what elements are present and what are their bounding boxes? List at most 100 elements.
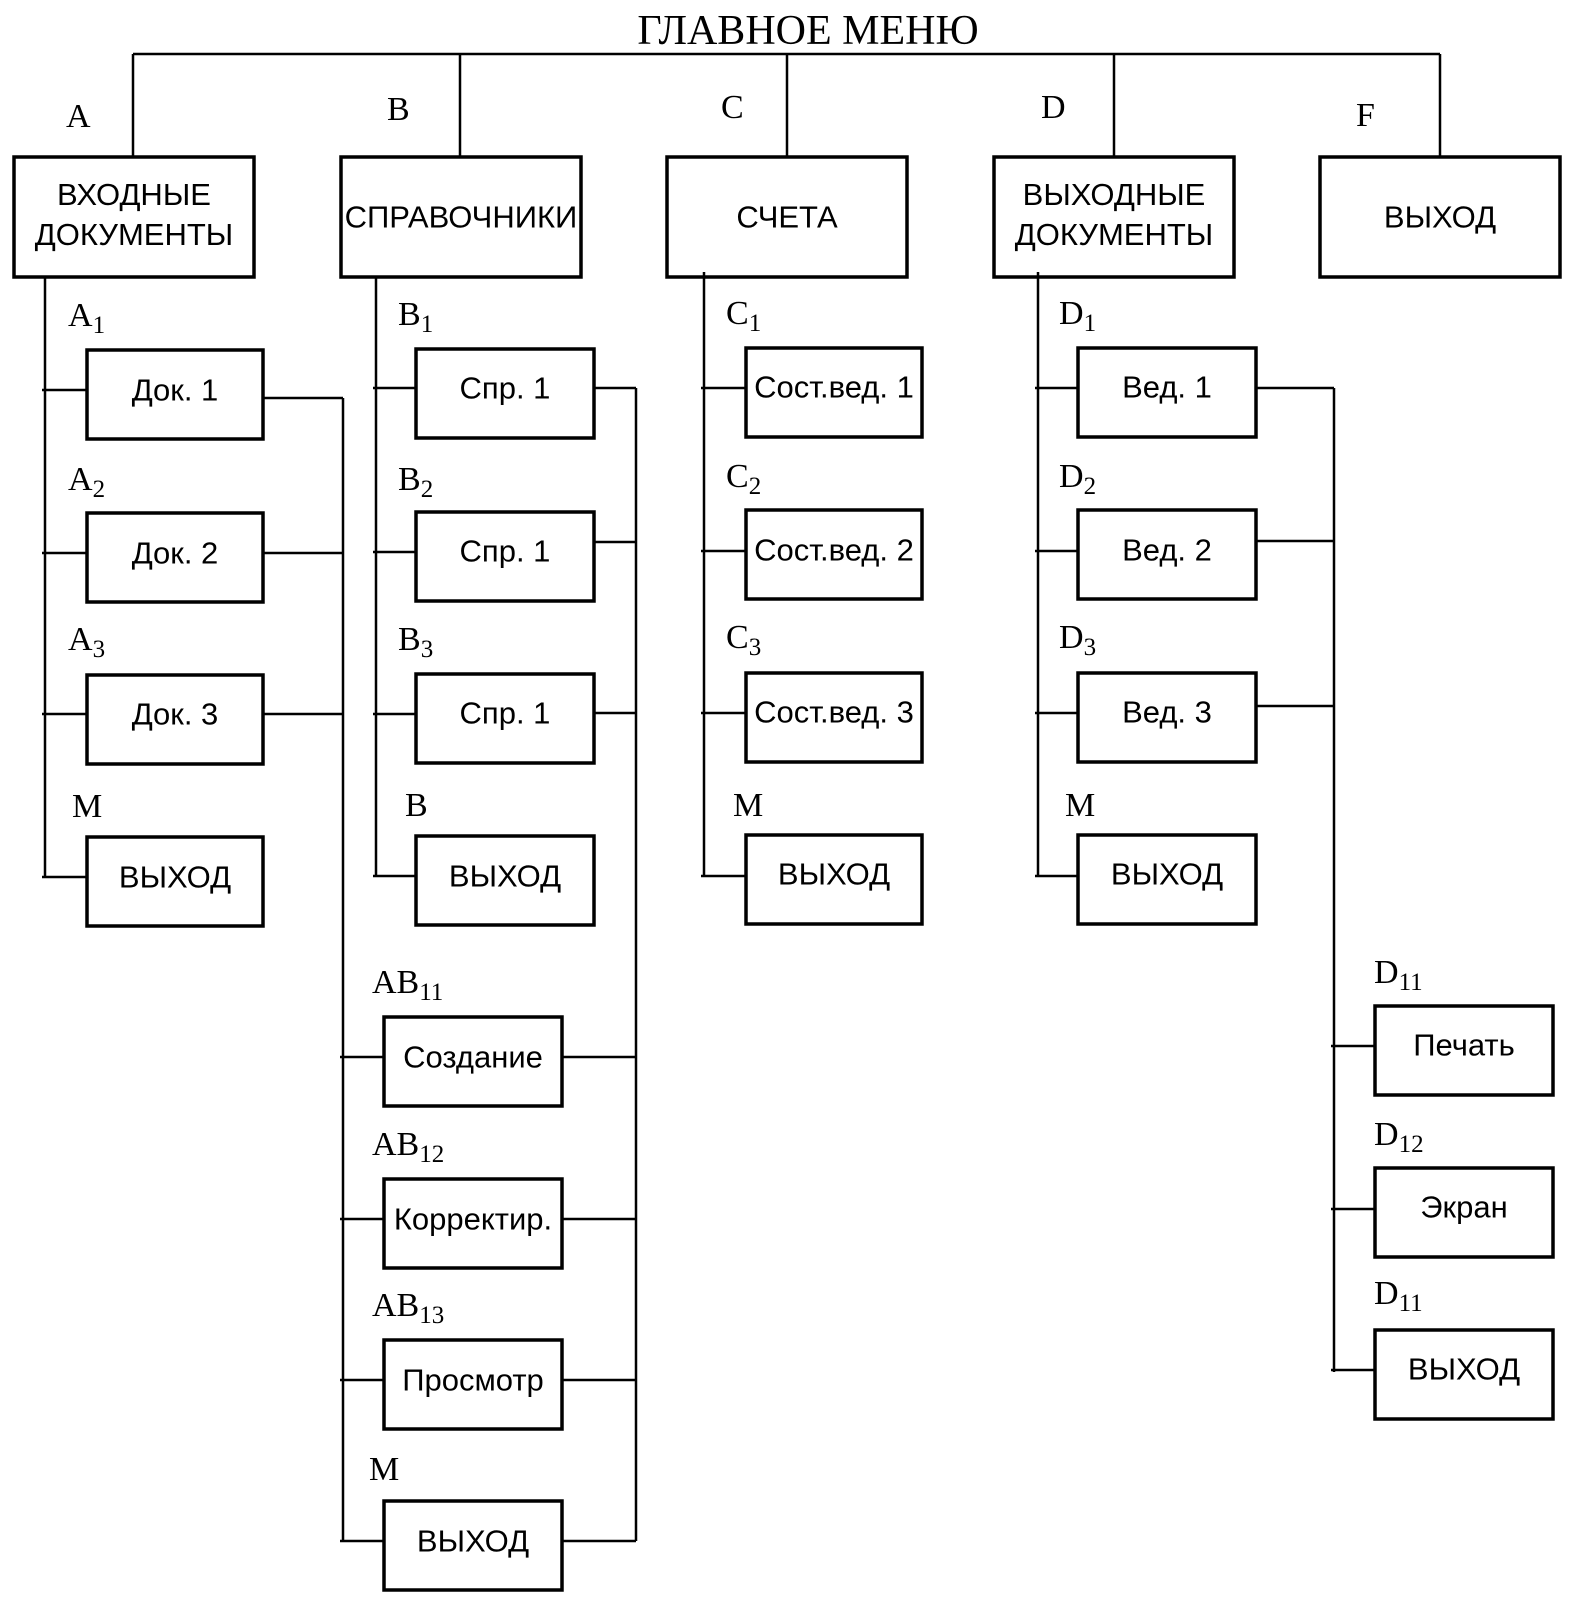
submenu-item-a-exit[interactable]: M ВЫХОД: [72, 788, 265, 928]
submenu-box[interactable]: [382, 1338, 564, 1431]
submenu-item-ab12[interactable]: AB12 Корректир.: [372, 1126, 564, 1270]
submenu-box[interactable]: [1076, 833, 1258, 926]
submenu-item-c2[interactable]: C2 Сост.вед. 2: [726, 458, 924, 601]
submenu-item-ab11[interactable]: AB11 Создание: [372, 964, 564, 1108]
item-code-label: D11: [1374, 1275, 1423, 1317]
item-code-label: M: [72, 788, 102, 825]
menu-box[interactable]: [992, 155, 1236, 279]
submenu-box[interactable]: [85, 348, 265, 441]
submenu-box[interactable]: [1373, 1328, 1555, 1421]
submenu-a-column: A1 Док. 1 A2 Док. 2 A3 Док. 3 M ВЫХОД: [42, 277, 265, 928]
submenu-box-label: Экран: [1420, 1190, 1507, 1225]
submenu-d1-column: D11 Печать D12 Экран D11 ВЫХОД: [1331, 954, 1555, 1421]
submenu-item-c3[interactable]: C3 Сост.вед. 3: [726, 619, 924, 764]
submenu-box[interactable]: [85, 835, 265, 928]
submenu-item-b2[interactable]: B2 Спр. 1: [398, 461, 596, 603]
menu-box[interactable]: [339, 155, 583, 279]
submenu-box[interactable]: [744, 508, 924, 601]
submenu-item-b1[interactable]: B1 Спр. 1: [398, 296, 596, 440]
submenu-box[interactable]: [1373, 1004, 1555, 1097]
top-menu-b[interactable]: B СПРАВОЧНИКИ: [339, 91, 583, 279]
trunk-lines: [1035, 272, 1078, 878]
submenu-box[interactable]: [1076, 508, 1258, 601]
item-code-label: A3: [68, 621, 105, 663]
submenu-box-label: Спр. 1: [460, 696, 551, 731]
submenu-box[interactable]: [414, 672, 596, 765]
trunk-lines: [373, 277, 416, 878]
submenu-box-label: Док. 2: [132, 536, 219, 571]
submenu-box-label: Печать: [1413, 1028, 1515, 1063]
submenu-item-ab-exit[interactable]: M ВЫХОД: [369, 1451, 564, 1592]
submenu-box[interactable]: [414, 347, 596, 440]
submenu-box-label: ВЫХОД: [449, 859, 561, 894]
menu-box[interactable]: [12, 155, 256, 279]
submenu-box[interactable]: [85, 673, 265, 766]
submenu-box-label: Вед. 2: [1122, 533, 1212, 568]
submenu-item-d1[interactable]: D1 Вед. 1: [1059, 295, 1258, 439]
menu-box-label: ДОКУМЕНТЫ: [35, 217, 233, 252]
menu-code-label: B: [387, 91, 410, 128]
item-code-label: B3: [398, 621, 433, 663]
menu-box-label: ВХОДНЫЕ: [57, 177, 211, 212]
submenu-box[interactable]: [1076, 346, 1258, 439]
submenu-box[interactable]: [85, 511, 265, 604]
menu-box[interactable]: [665, 155, 909, 279]
menu-box-label: ВЫХОДНЫЕ: [1023, 177, 1206, 212]
submenu-item-b-exit[interactable]: B ВЫХОД: [405, 787, 596, 927]
submenu-item-d12-screen[interactable]: D12 Экран: [1373, 1116, 1555, 1259]
submenu-d-column: D1 Вед. 1 D2 Вед. 2 D3 Вед. 3 M ВЫХОД: [1035, 272, 1258, 926]
submenu-box[interactable]: [414, 510, 596, 603]
submenu-box-label: Просмотр: [402, 1363, 544, 1398]
trunk-lines: [1331, 1044, 1375, 1372]
submenu-item-d2[interactable]: D2 Вед. 2: [1059, 458, 1258, 601]
submenu-item-d1-exit[interactable]: D11 ВЫХОД: [1373, 1275, 1555, 1421]
submenu-box[interactable]: [744, 833, 924, 926]
submenu-item-d3[interactable]: D3 Вед. 3: [1059, 619, 1258, 764]
submenu-box-label: ВЫХОД: [119, 860, 231, 895]
item-code-label: AB12: [372, 1126, 444, 1168]
item-code-label: A2: [68, 461, 105, 503]
top-menu-c[interactable]: C СЧЕТА: [665, 89, 909, 279]
submenu-box-label: Сост.вед. 2: [754, 533, 914, 568]
submenu-item-a2[interactable]: A2 Док. 2: [68, 461, 265, 604]
submenu-box-label: ВЫХОД: [1408, 1352, 1520, 1387]
trunk-lines: [701, 272, 746, 878]
submenu-box-label: Создание: [403, 1040, 543, 1075]
submenu-item-a1[interactable]: A1 Док. 1: [68, 297, 265, 441]
a-to-ab-connectors: [263, 396, 345, 1541]
submenu-item-ab13[interactable]: AB13 Просмотр: [372, 1287, 564, 1431]
submenu-item-c-exit[interactable]: M ВЫХОД: [733, 787, 924, 926]
top-connectors: [131, 52, 1442, 157]
submenu-box-label: Спр. 1: [460, 534, 551, 569]
top-menu-d[interactable]: D ВЫХОДНЫЕ ДОКУМЕНТЫ: [992, 89, 1236, 279]
item-code-label: D12: [1374, 1116, 1424, 1158]
item-code-label: M: [733, 787, 763, 824]
submenu-box[interactable]: [744, 671, 924, 764]
top-menu-f[interactable]: F ВЫХОД: [1318, 97, 1562, 279]
top-menu-a[interactable]: A ВХОДНЫЕ ДОКУМЕНТЫ: [12, 98, 256, 279]
menu-code-label: C: [721, 89, 744, 126]
submenu-item-a3[interactable]: A3 Док. 3: [68, 621, 265, 766]
submenu-item-d-exit[interactable]: M ВЫХОД: [1065, 787, 1258, 926]
submenu-box-label: Спр. 1: [460, 371, 551, 406]
submenu-box[interactable]: [1373, 1166, 1555, 1259]
submenu-box[interactable]: [744, 346, 924, 439]
item-code-label: C1: [726, 295, 761, 337]
submenu-b-column: B1 Спр. 1 B2 Спр. 1 B3 Спр. 1 B ВЫХОД: [373, 277, 596, 927]
item-code-label: D2: [1059, 458, 1096, 500]
submenu-item-d11-print[interactable]: D11 Печать: [1373, 954, 1555, 1097]
submenu-box[interactable]: [382, 1015, 564, 1108]
submenu-box[interactable]: [1076, 671, 1258, 764]
menu-box[interactable]: [1318, 155, 1562, 279]
submenu-item-c1[interactable]: C1 Сост.вед. 1: [726, 295, 924, 439]
submenu-box[interactable]: [382, 1177, 564, 1270]
submenu-box-label: ВЫХОД: [417, 1524, 529, 1559]
submenu-item-b3[interactable]: B3 Спр. 1: [398, 621, 596, 765]
menu-code-label: D: [1041, 89, 1066, 126]
submenu-box[interactable]: [382, 1499, 564, 1592]
b-to-ab-connectors: [594, 386, 638, 1541]
menu-code-label: F: [1356, 97, 1375, 134]
submenu-box[interactable]: [414, 834, 596, 927]
